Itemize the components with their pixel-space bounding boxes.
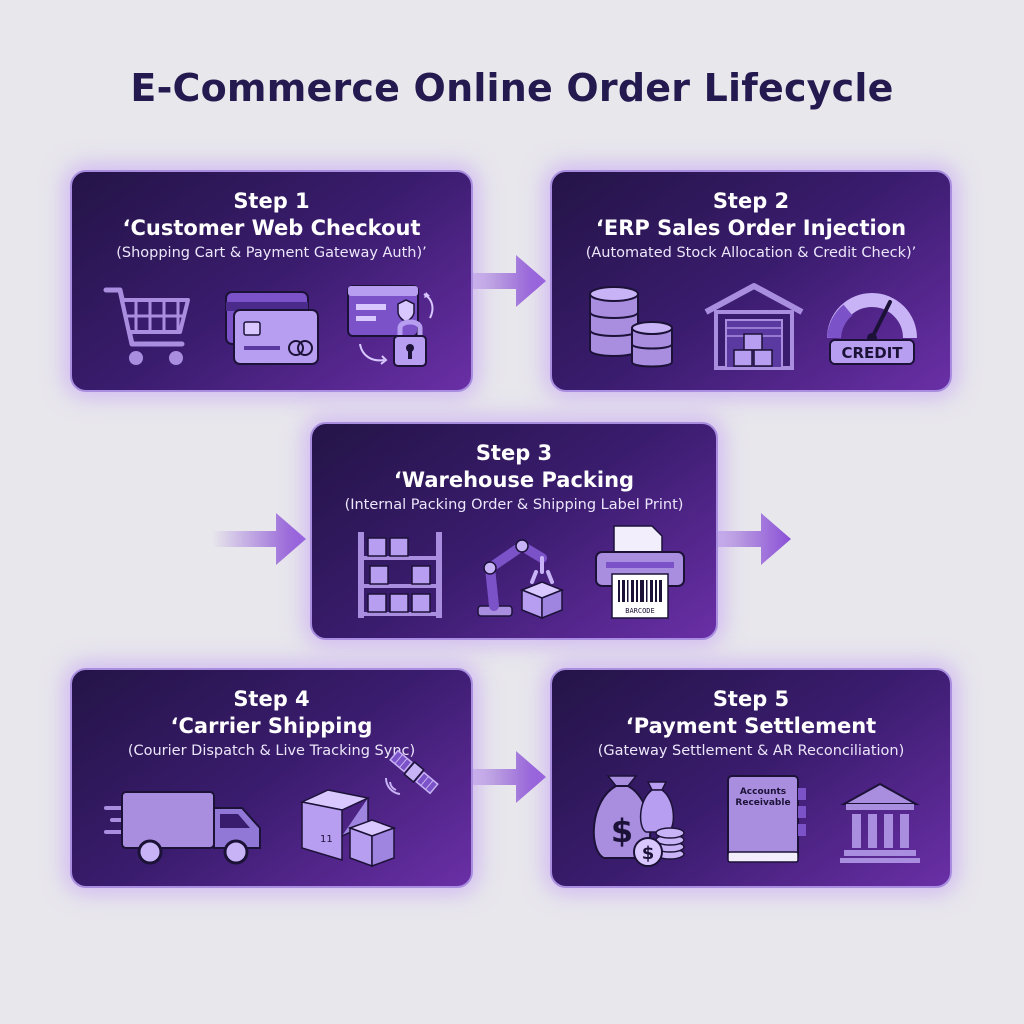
step-1-card: Step 1 ‘Customer Web Checkout (Shopping … <box>70 170 473 392</box>
ledger-label-line-1: Accounts <box>740 787 786 797</box>
barcode-label-text: BARCODE <box>625 607 655 615</box>
svg-text:$: $ <box>642 843 655 864</box>
step-subtitle: (Gateway Settlement & AR Reconciliation) <box>597 743 905 759</box>
arrow-out-of-step3 <box>717 513 791 565</box>
credit-gauge-icon: CREDIT <box>827 293 917 365</box>
svg-text:$: $ <box>611 812 633 850</box>
step-number: Step 3 <box>475 441 553 465</box>
step-title: ‘ERP Sales Order Injection <box>595 216 907 240</box>
step-4-card: Step 4 ‘Carrier Shipping (Courier Dispat… <box>70 668 473 888</box>
shelving-icon <box>358 532 442 618</box>
step-subtitle: (Courier Dispatch & Live Tracking Sync) <box>127 743 416 759</box>
step-number: Step 1 <box>233 189 310 213</box>
label-printer-icon: BARCODE <box>595 525 685 619</box>
arrow-step4-to-step5 <box>472 751 546 803</box>
step-5-card: Step 5 ‘Payment Settlement (Gateway Sett… <box>550 668 952 888</box>
package-number-text: 11 <box>320 834 333 845</box>
step-subtitle: (Shopping Cart & Payment Gateway Auth)’ <box>116 245 427 261</box>
secure-payment-icon <box>347 285 434 367</box>
step-title: ‘Payment Settlement <box>625 714 877 738</box>
step-3-card: Step 3 ‘Warehouse Packing (Internal Pack… <box>310 422 718 640</box>
shopping-cart-icon <box>103 287 190 365</box>
arrow-step1-to-step2 <box>472 255 546 307</box>
step-title: ‘Customer Web Checkout <box>122 216 421 240</box>
money-bags-icon: $ $ <box>592 775 685 867</box>
page-title: E-Commerce Online Order Lifecycle <box>130 66 894 110</box>
satellite-icon <box>384 749 439 795</box>
credit-card-icon <box>225 291 319 365</box>
ledger-book-icon: Accounts Receivable <box>727 775 806 863</box>
warehouse-icon <box>704 283 804 370</box>
delivery-truck-icon <box>104 791 261 865</box>
step-number: Step 5 <box>712 687 790 711</box>
step-2-card: Step 2 ‘ERP Sales Order Injection (Autom… <box>550 170 952 392</box>
step-subtitle: (Internal Packing Order & Shipping Label… <box>344 497 684 513</box>
bank-icon <box>840 782 920 863</box>
database-icon <box>589 286 673 368</box>
robot-arm-icon <box>477 539 565 620</box>
step-subtitle: (Automated Stock Allocation & Credit Che… <box>585 245 917 261</box>
step-title: ‘Warehouse Packing <box>393 468 635 492</box>
packages-icon: 11 <box>299 789 397 868</box>
step-number: Step 2 <box>712 189 790 213</box>
ledger-label-line-2: Receivable <box>735 798 790 808</box>
credit-badge-text: CREDIT <box>841 344 903 362</box>
step-title: ‘Carrier Shipping <box>170 714 373 738</box>
step-number: Step 4 <box>233 687 310 711</box>
arrow-into-step3 <box>212 513 306 565</box>
